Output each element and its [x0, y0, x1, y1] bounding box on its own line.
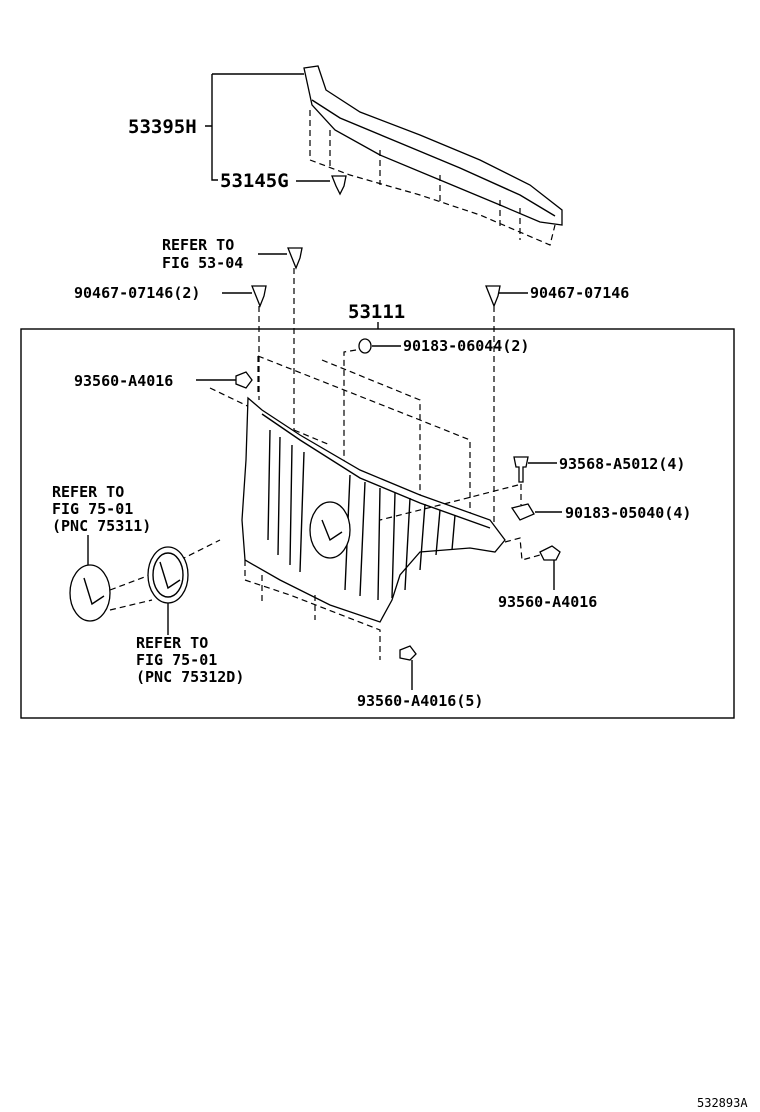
- label-90183-05040: 90183-05040(4): [565, 504, 691, 522]
- clip-icon: [287, 247, 303, 270]
- screw-icon: [235, 371, 253, 389]
- clip-53145G-icon: [331, 175, 347, 196]
- bolt-icon: [513, 456, 529, 483]
- grille-53111: [241, 355, 506, 660]
- label-53111: 53111: [348, 301, 405, 323]
- label-93560-left: 93560-A4016: [74, 372, 173, 390]
- label-90467-left: 90467-07146(2): [74, 284, 200, 302]
- clip-icon: [485, 285, 501, 308]
- label-90183-06044: 90183-06044(2): [403, 337, 529, 355]
- clip-nut-icon: [510, 503, 535, 521]
- label-93560-right: 93560-A4016: [498, 593, 597, 611]
- label-90467-right: 90467-07146: [530, 284, 629, 302]
- bracket-53395H: [205, 73, 304, 181]
- refer-text: (PNC 75311): [52, 517, 151, 535]
- refer-text: FIG 75-01: [52, 500, 133, 518]
- emblem-75312D: [147, 546, 189, 604]
- emblem-75311: [69, 564, 111, 622]
- refer-text: FIG 75-01: [136, 651, 217, 669]
- figure-id: 532893A: [697, 1096, 748, 1110]
- refer-text: REFER TO: [136, 634, 208, 652]
- nut-icon: [358, 338, 372, 354]
- screw-icon: [399, 645, 417, 661]
- assembly-frame-53111: [20, 328, 735, 719]
- refer-text: (PNC 75312D): [136, 668, 244, 686]
- label-93568: 93568-A5012(4): [559, 455, 685, 473]
- clip-icon: [251, 285, 267, 308]
- label-53145G: 53145G: [220, 170, 289, 192]
- label-53395H: 53395H: [128, 116, 197, 138]
- screw-icon: [539, 545, 561, 561]
- label-93560-bottom: 93560-A4016(5): [357, 692, 483, 710]
- molding-53395H: [303, 65, 563, 246]
- refer-text: FIG 53-04: [162, 254, 243, 272]
- refer-text: REFER TO: [162, 236, 234, 254]
- refer-text: REFER TO: [52, 483, 124, 501]
